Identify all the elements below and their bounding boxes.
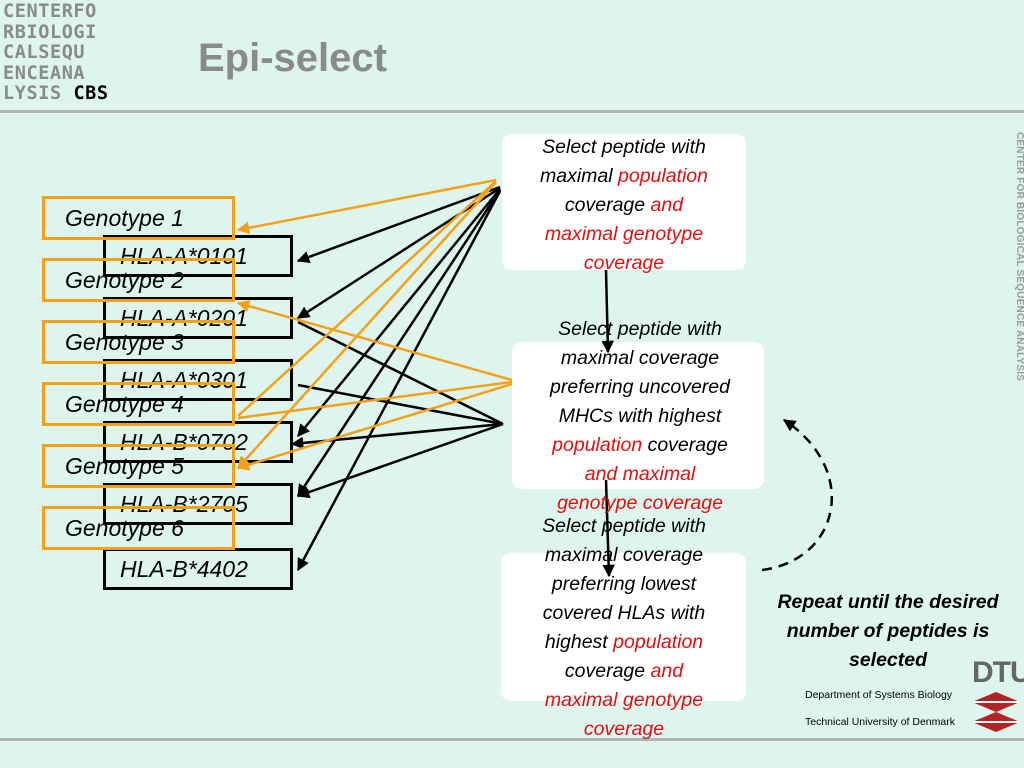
header-divider: [0, 110, 1024, 113]
step3-line: covered HLAs with: [542, 602, 706, 624]
footer-divider: [0, 738, 1024, 741]
step3-line-highlight: and: [650, 660, 684, 682]
dtu-logo: DTU: [972, 656, 1024, 689]
logo-row-3: CALSEQU: [3, 42, 86, 63]
arrow-step2-step3: [602, 479, 615, 578]
step3-line-highlight: coverage: [583, 718, 665, 740]
logo-row-4: ENCEANA: [3, 62, 86, 84]
repeat-note: Repeat until the desired number of pepti…: [749, 588, 1024, 675]
logo-row-5: LYSIS: [3, 83, 74, 104]
step3-card: [501, 553, 746, 701]
arrow-step1-hla6: [296, 190, 502, 572]
side-caption: CENTER FOR BIOLOGICAL SEQUENCE ANALYSIS: [1014, 132, 1024, 382]
logo-row-1: CENTERFO: [3, 1, 97, 22]
logo-cbs: CBS: [73, 83, 109, 104]
step3-line: coverage: [564, 660, 651, 682]
hla-box: HLA-A*0201: [103, 297, 293, 339]
arrow-orange-g5b: [236, 382, 513, 471]
genotype-box: Genotype 1: [42, 196, 235, 240]
step3-line-highlight: population: [613, 631, 704, 653]
repeat-line: Repeat until the desired: [777, 591, 999, 613]
cbs-logo: CENTERFO RBIOLOGI CALSEQU ENCEANA LYSIS …: [3, 1, 109, 105]
page-title: Epi-select: [198, 36, 387, 80]
step2-line: maximal coverage: [560, 347, 720, 369]
step3-line: Select peptide with: [542, 515, 706, 537]
arrow-orange-g1: [236, 178, 497, 234]
step2-line: Select peptide with: [558, 318, 722, 340]
step1-line: maximal: [539, 165, 618, 187]
step2-line: MHCs with highest: [558, 405, 722, 427]
step1-text: Select peptide with maximal population c…: [502, 133, 746, 278]
arrow-orange-g2: [236, 300, 513, 382]
hla-box: HLA-A*0301: [103, 359, 293, 401]
university-name: Technical University of Denmark: [805, 716, 955, 728]
genotype-box: Genotype 6: [42, 506, 235, 550]
step2-line-highlight: population: [552, 434, 643, 456]
step2-line: coverage: [642, 434, 728, 456]
genotype-box: Genotype 2: [42, 258, 235, 302]
hla-box: HLA-B*2705: [103, 483, 293, 525]
arrow-step2-hla1: [297, 320, 504, 426]
arrow-step1-step2: [601, 269, 614, 354]
step2-text: Select peptide with maximal coverage pre…: [505, 315, 775, 518]
hla-box: HLA-B*4402: [103, 548, 293, 590]
step1-card: [502, 134, 746, 270]
step1-line-highlight: maximal genotype: [544, 223, 704, 245]
arrow-step1-hla5: [296, 189, 502, 498]
arrow-step1-hla2: [296, 186, 501, 320]
arrow-step1-hla4: [297, 188, 501, 437]
step1-line-highlight: and: [650, 194, 684, 216]
arrow-orange-g3: [237, 180, 497, 417]
step3-line: preferring lowest: [551, 573, 697, 595]
genotype-box: Genotype 4: [42, 382, 235, 426]
repeat-line: number of peptides is: [786, 620, 990, 642]
department-name: Department of Systems Biology: [805, 689, 953, 701]
step1-line-highlight: population: [618, 165, 708, 187]
step3-text: Select peptide with maximal coverage pre…: [495, 512, 753, 744]
step1-line-highlight: coverage: [583, 252, 665, 274]
step2-line-highlight: and maximal: [584, 463, 696, 485]
repeat-loop-arrow: [761, 418, 833, 572]
step2-line: preferring uncovered: [550, 376, 730, 398]
repeat-line: selected: [848, 649, 928, 671]
arrow-orange-g4: [237, 380, 513, 420]
hla-box: HLA-A*0101: [103, 235, 293, 277]
step3-line: highest: [544, 631, 614, 653]
logo-row-2: RBIOLOGI: [3, 21, 97, 43]
step3-line-highlight: maximal genotype: [544, 689, 704, 711]
arrow-step1-hla1: [296, 185, 501, 263]
step1-line: Select peptide with: [542, 136, 706, 158]
genotype-box: Genotype 5: [42, 444, 235, 488]
step2-line-highlight: genotype coverage: [557, 492, 723, 514]
step2-card: [512, 342, 764, 489]
dtu-logo-mark: [972, 692, 1020, 732]
arrow-step2-hla5: [296, 422, 504, 499]
genotype-box: Genotype 3: [42, 320, 235, 364]
step1-line: coverage: [564, 194, 651, 216]
arrow-orange-g5: [237, 181, 497, 469]
step3-line: maximal coverage: [544, 544, 704, 566]
arrow-step2-hla3: [297, 383, 504, 426]
